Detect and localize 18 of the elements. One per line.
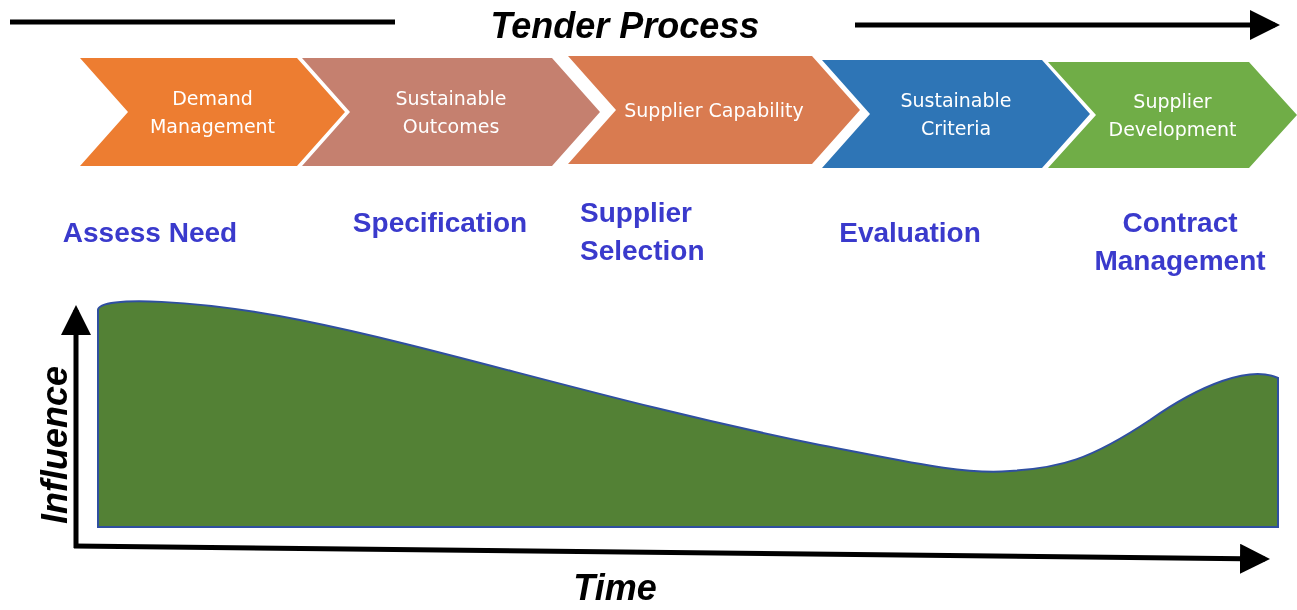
step-label: Sustainable Outcomes (394, 86, 508, 139)
chevron-step (822, 60, 1090, 168)
step-label: Supplier Development (1107, 89, 1238, 142)
step-label: Demand Management (148, 86, 277, 139)
phase-label: Specification (351, 206, 529, 240)
phase-label: Supplier Selection (580, 196, 706, 268)
title: Tender Process (489, 4, 761, 48)
chevron-step (568, 56, 860, 164)
phase-label: Assess Need (61, 216, 239, 250)
step-label: Sustainable Criteria (899, 88, 1013, 141)
step-label: Supplier Capability (624, 98, 804, 123)
phase-label: Evaluation (838, 216, 982, 250)
phase-label: Contract Management (1093, 206, 1267, 278)
chevron-step (302, 58, 600, 166)
axis-label: Time (572, 568, 658, 608)
axis-label: Influence (35, 365, 75, 526)
chevron-step (80, 58, 345, 166)
chevron-step (1048, 62, 1297, 168)
